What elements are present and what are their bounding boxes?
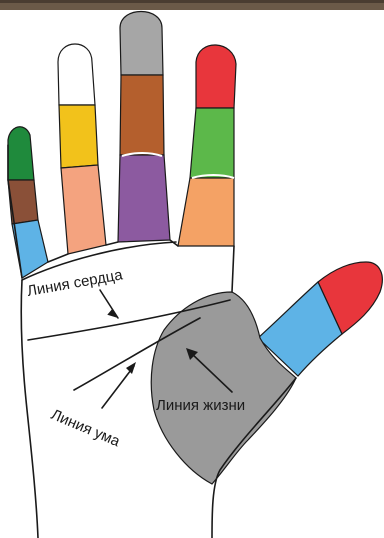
life-line-label: Линия жизни — [156, 397, 245, 414]
middle-finger — [118, 12, 170, 243]
